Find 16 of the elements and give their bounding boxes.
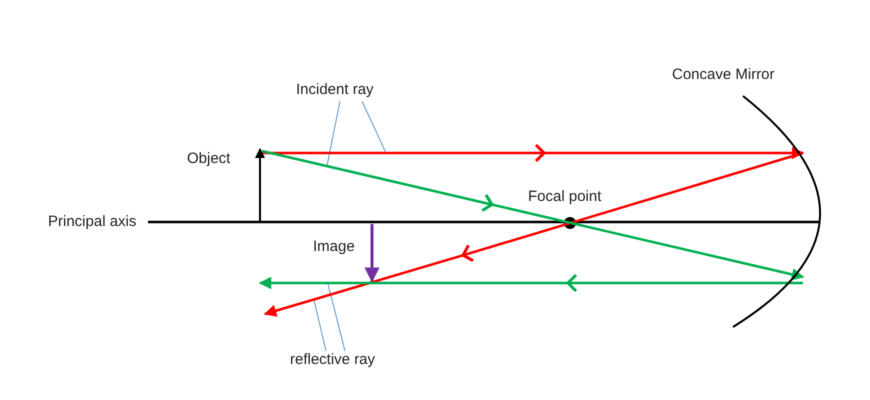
leader-line (326, 100, 340, 166)
light-ray (262, 150, 804, 280)
axis-label: Principal axis (48, 213, 136, 231)
image-label: Image (313, 238, 355, 256)
leader-line (362, 100, 386, 154)
object-arrow (185, 146, 263, 224)
object-label: Object (187, 150, 230, 168)
light-ray (262, 144, 804, 162)
callout-label: reflective ray (290, 351, 402, 371)
light-ray (259, 274, 803, 292)
leader-line (314, 300, 326, 352)
mirror-label: Concave Mirror (672, 66, 775, 84)
callout-label: Incident ray (296, 81, 396, 101)
focal-point-label: Focal point (528, 188, 602, 206)
leader-line (328, 284, 346, 352)
light-ray (264, 152, 804, 317)
